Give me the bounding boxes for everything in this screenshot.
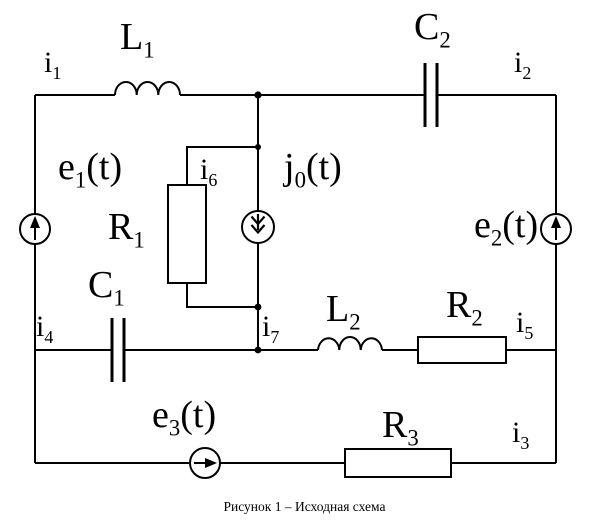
label-i5: i5 xyxy=(516,306,534,343)
junction-dot xyxy=(254,303,262,311)
label-e2: e2(t) xyxy=(474,204,539,251)
resistor-R1 xyxy=(167,184,207,284)
label-C1: C1 xyxy=(88,264,125,311)
junction-dot xyxy=(255,144,261,150)
label-R1: R1 xyxy=(108,206,145,253)
label-i7: i7 xyxy=(262,310,280,347)
label-R2: R2 xyxy=(446,284,483,331)
label-i2: i2 xyxy=(514,46,532,83)
inductor-L2 xyxy=(317,336,383,351)
junction-dot xyxy=(254,91,262,99)
label-j0: j0(t) xyxy=(284,146,342,193)
e2-arrow-up-icon xyxy=(551,216,561,240)
label-i6: i6 xyxy=(200,153,218,190)
wires xyxy=(34,94,557,464)
inductor-L1 xyxy=(114,80,181,96)
label-L1: L1 xyxy=(120,16,155,63)
junction-dot xyxy=(254,346,262,354)
label-i1: i1 xyxy=(44,46,62,83)
capacitor-C1 xyxy=(110,318,126,382)
label-e3: e3(t) xyxy=(152,394,217,441)
label-R3: R3 xyxy=(382,404,419,451)
e3-arrow-right-icon xyxy=(194,458,217,468)
label-C2: C2 xyxy=(414,6,451,53)
e1-arrow-up-icon xyxy=(30,216,40,240)
capacitor-C2 xyxy=(423,63,439,127)
resistor-R2 xyxy=(417,336,507,364)
source-e3 xyxy=(189,447,221,479)
wire-r1-branch-bottom xyxy=(186,283,258,308)
figure-caption: Рисунок 1 – Исходная схема xyxy=(223,499,386,514)
label-L2: L2 xyxy=(326,288,361,335)
label-i4: i4 xyxy=(36,310,54,347)
wire-r1-branch-top xyxy=(186,146,258,185)
current-source-j0 xyxy=(241,210,275,244)
source-e1 xyxy=(19,213,51,245)
label-e1: e1(t) xyxy=(58,146,123,193)
source-e2 xyxy=(540,213,572,245)
label-i3: i3 xyxy=(512,416,530,453)
resistor-R3 xyxy=(344,448,452,478)
junction-dots xyxy=(254,91,262,354)
j0-double-arrow-down-icon xyxy=(250,214,266,235)
